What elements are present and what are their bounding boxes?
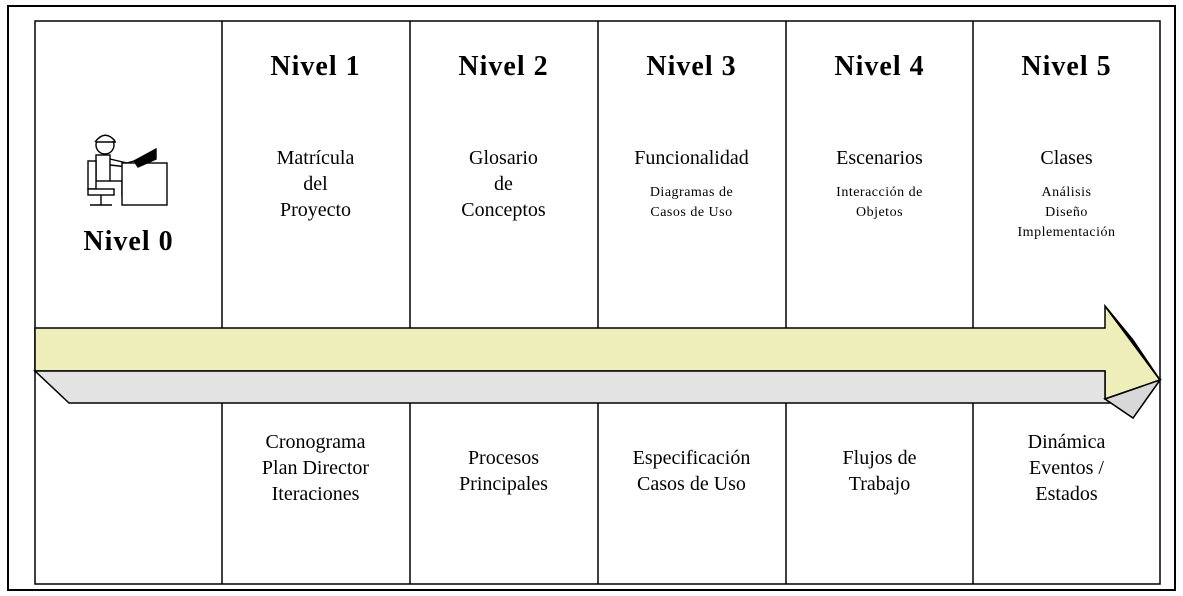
level-2-concept: de [494, 173, 513, 195]
level-4-bottom-item: Trabajo [848, 473, 911, 495]
column-dividers [221, 21, 974, 584]
level-5-subitem: Análisis [1041, 185, 1092, 200]
level-5-bottom-item: Eventos / [1029, 457, 1104, 479]
level-3-title: Nivel 3 [646, 51, 737, 82]
level-5-concept: Clases [1040, 147, 1093, 169]
level-1-bottom-item: Iteraciones [271, 483, 360, 505]
level-3-bottom-item: Casos de Uso [637, 473, 746, 495]
level-4-bottom-item: Flujos de [842, 447, 917, 469]
level-4-title: Nivel 4 [834, 51, 925, 82]
level-1-concept: Matrícula [276, 147, 355, 169]
level-1-concept: Proyecto [279, 199, 352, 221]
level-5-bottom-item: Dinámica [1027, 431, 1106, 453]
person-at-computer-icon [87, 134, 168, 206]
level-1-bottom-item: Plan Director [261, 457, 370, 479]
level-2-title: Nivel 2 [458, 51, 549, 82]
level-5-subitem: Implementación [1017, 225, 1116, 240]
level-2-concept: Conceptos [461, 199, 546, 221]
level-1-title: Nivel 1 [270, 51, 361, 82]
level-5-subitem: Diseño [1045, 205, 1088, 220]
level-3-subitem: Casos de Uso [650, 205, 733, 220]
level-4-concept: Escenarios [836, 147, 923, 169]
level-3-subitem: Diagramas de [649, 185, 734, 200]
level-2-concept: Glosario [469, 147, 538, 169]
level-5-bottom-item: Estados [1035, 483, 1098, 505]
level-4-subitem: Objetos [855, 205, 904, 220]
outer-frame [7, 5, 1176, 591]
progress-arrow [33, 303, 1162, 420]
arrow-tip-lower [1103, 378, 1162, 420]
level-2-bottom-item: Principales [459, 473, 548, 495]
level-3-concept: Funcionalidad [634, 147, 749, 169]
level-3-bottom-item: Especificación [632, 447, 751, 469]
level-4-subitem: Interacción de [836, 185, 923, 200]
level-1-concept: del [303, 173, 328, 195]
level-2-bottom-item: Procesos [467, 447, 540, 469]
level-5-title: Nivel 5 [1021, 51, 1112, 82]
arrow-bottom-face [33, 370, 1134, 404]
nivel-0-title: Nivel 0 [83, 226, 174, 257]
level-1-bottom-item: Cronograma [265, 431, 366, 453]
